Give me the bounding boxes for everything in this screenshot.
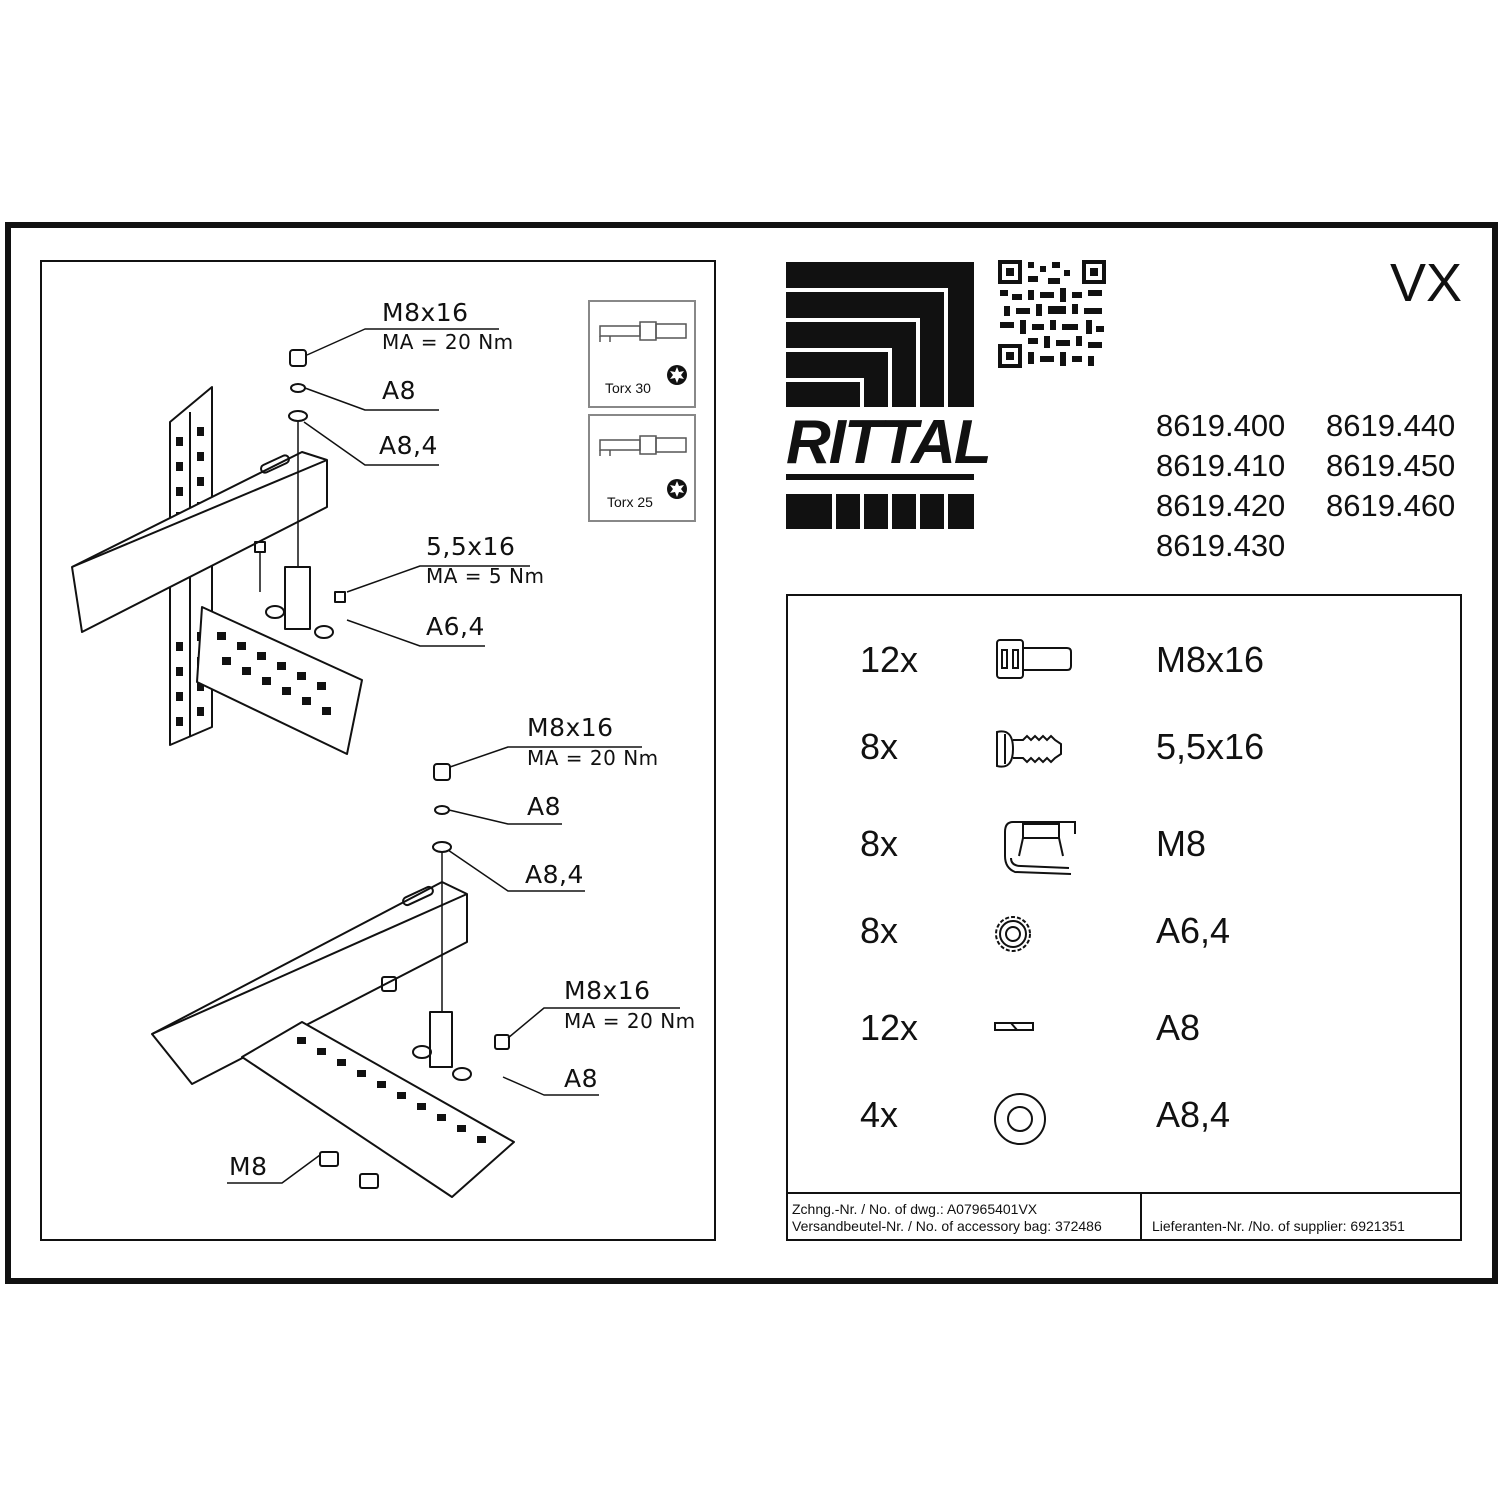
accessory-bag-number: Versandbeutel-Nr. / No. of accessory bag… <box>792 1218 1102 1234</box>
lower-mounting-plate <box>241 1011 515 1198</box>
upper-leader-lines <box>303 328 530 647</box>
torx-star-icon <box>667 365 687 385</box>
callout-screw-m8x16-upper: M8x16 <box>382 298 469 327</box>
tool-box-torx-30: Torx 30 <box>588 300 696 408</box>
callout-screw-m8x16-lower: M8x16 <box>564 976 651 1005</box>
upper-rail <box>71 451 328 633</box>
qr-code[interactable] <box>998 260 1106 368</box>
part-name: M8x16 <box>1156 639 1265 680</box>
article-number: 8619.460 <box>1326 488 1456 523</box>
part-qty: 12x <box>860 639 919 680</box>
flat-washer-icon <box>994 1093 1046 1145</box>
screwdriver-icon <box>599 435 687 456</box>
tapping-screw-icon <box>996 730 1062 768</box>
callout-screw-55x16: 5,5x16 <box>426 532 516 561</box>
part-qty: 8x <box>860 910 899 951</box>
callout-cage-nut-m8: M8 <box>229 1152 268 1181</box>
article-number: 8619.400 <box>1156 408 1286 443</box>
callout-torque-middle: MA = 20 Nm <box>527 746 659 770</box>
part-qty: 8x <box>860 726 899 767</box>
lower-fasteners <box>319 763 510 1189</box>
callout-torque-upper: MA = 20 Nm <box>382 330 514 354</box>
callout-torque-55x16: MA = 5 Nm <box>426 564 545 588</box>
upper-fasteners <box>254 349 346 603</box>
brand-wordmark: RITTAL <box>786 408 992 477</box>
part-qty: 4x <box>860 1094 899 1135</box>
supplier-number: Lieferanten-Nr. /No. of supplier: 692135… <box>1152 1218 1405 1234</box>
lower-leader-lines <box>227 746 680 1184</box>
assembly-illustration <box>71 328 680 1198</box>
lower-rail <box>151 881 468 1085</box>
footer-divider <box>788 1192 1460 1194</box>
callout-washer-a8-middle: A8 <box>527 792 562 821</box>
screwdriver-icon <box>599 321 687 342</box>
tool-caption-torx-30: Torx 30 <box>605 380 651 396</box>
callout-washer-a8-lower: A8 <box>564 1064 599 1093</box>
part-name: 5,5x16 <box>1156 726 1265 767</box>
callout-screw-m8x16-middle: M8x16 <box>527 713 614 742</box>
article-number: 8619.430 <box>1156 528 1286 563</box>
article-number: 8619.440 <box>1326 408 1456 443</box>
part-name: A6,4 <box>1156 910 1231 951</box>
callout-washer-a84-middle: A8,4 <box>525 860 584 889</box>
article-number: 8619.420 <box>1156 488 1286 523</box>
callout-washer-a84-upper: A8,4 <box>379 431 438 460</box>
callout-torque-lower: MA = 20 Nm <box>564 1009 696 1033</box>
article-number: 8619.450 <box>1326 448 1456 483</box>
part-qty: 8x <box>860 823 899 864</box>
series-name: VX <box>1390 253 1463 313</box>
rittal-logo <box>786 262 974 530</box>
drawing-number: Zchng.-Nr. / No. of dwg.: A07965401VX <box>792 1201 1038 1217</box>
spring-washer-icon <box>994 1022 1034 1031</box>
part-name: M8 <box>1156 823 1207 864</box>
callout-washer-a64: A6,4 <box>426 612 485 641</box>
tool-caption-torx-25: Torx 25 <box>607 494 653 510</box>
footer-column-divider <box>1140 1192 1142 1239</box>
part-name: A8,4 <box>1156 1094 1231 1135</box>
parts-list: 12x M8x16 8x 5,5x16 8x M8 8x A6,4 12x A8… <box>786 594 1462 1241</box>
tool-box-torx-25: Torx 25 <box>588 414 696 522</box>
upper-mounting-plate <box>196 566 363 755</box>
cap-screw-icon <box>996 639 1072 679</box>
assembly-drawing: Torx 30 Torx 25 M8x16 MA = 20 Nm A8 A8,4… <box>40 260 716 1241</box>
part-qty: 12x <box>860 1007 919 1048</box>
article-number: 8619.410 <box>1156 448 1286 483</box>
serrated-washer-icon <box>995 916 1031 952</box>
part-name: A8 <box>1156 1007 1201 1048</box>
cage-nut-icon <box>1004 821 1076 875</box>
torx-star-icon <box>667 479 687 499</box>
sheet-border <box>5 222 1498 1284</box>
callout-washer-a8-upper: A8 <box>382 376 417 405</box>
